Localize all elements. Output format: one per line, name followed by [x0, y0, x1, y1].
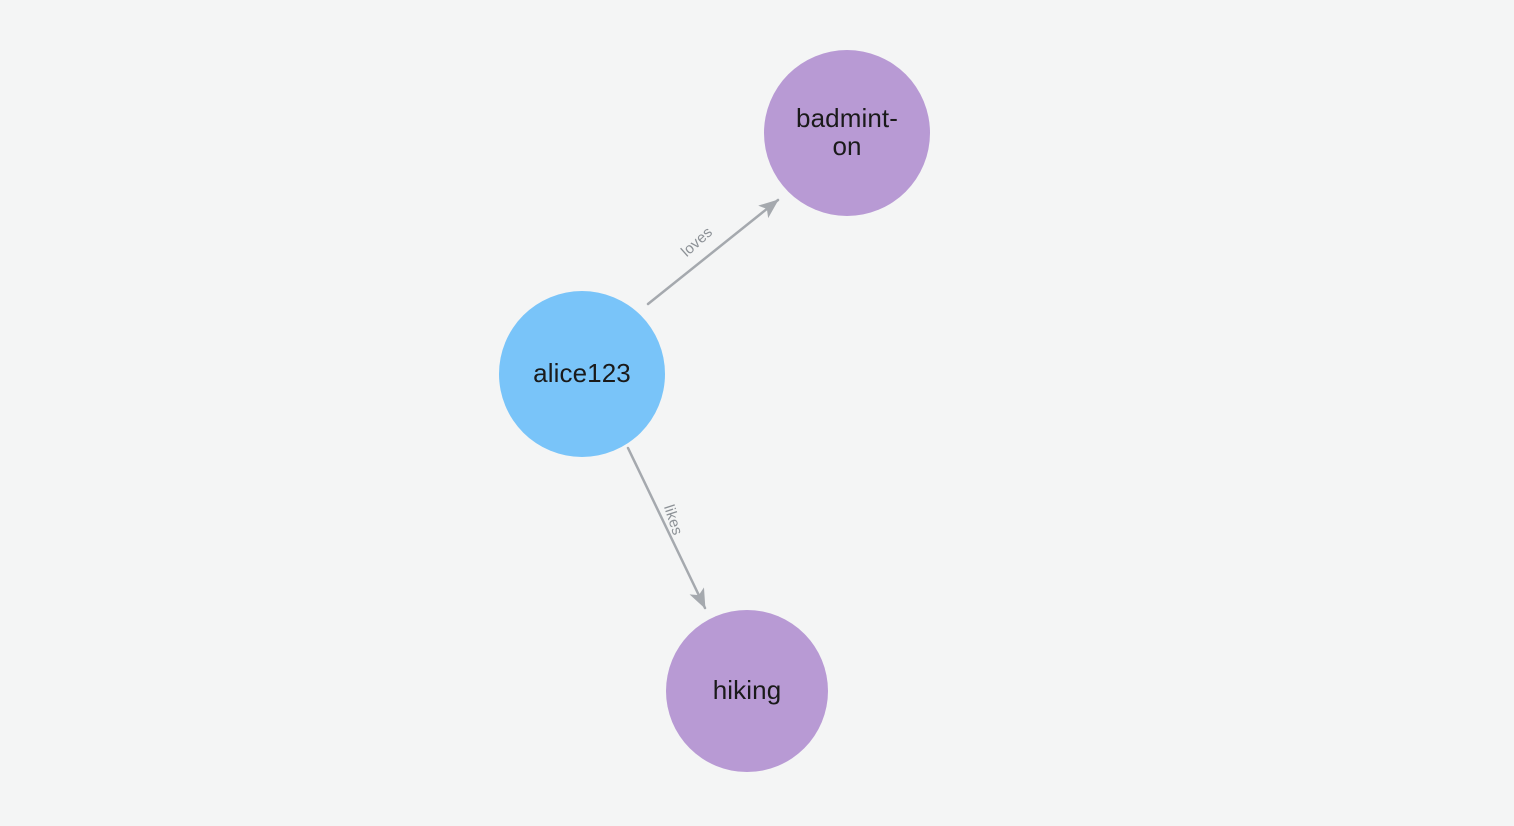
graph-edge-loves[interactable] — [646, 198, 780, 306]
graph-node-alice123[interactable]: alice123 — [499, 291, 665, 457]
graph-node-label-hiking: hiking — [712, 675, 782, 706]
graph-edge-likes[interactable] — [626, 446, 707, 610]
graph-node-label-badminton: badmint- on — [796, 103, 898, 161]
graph-node-label-alice123: alice123 — [533, 358, 631, 389]
graph-node-hiking[interactable]: hiking — [666, 610, 828, 772]
graph-node-badminton[interactable]: badmint- on — [764, 50, 930, 216]
